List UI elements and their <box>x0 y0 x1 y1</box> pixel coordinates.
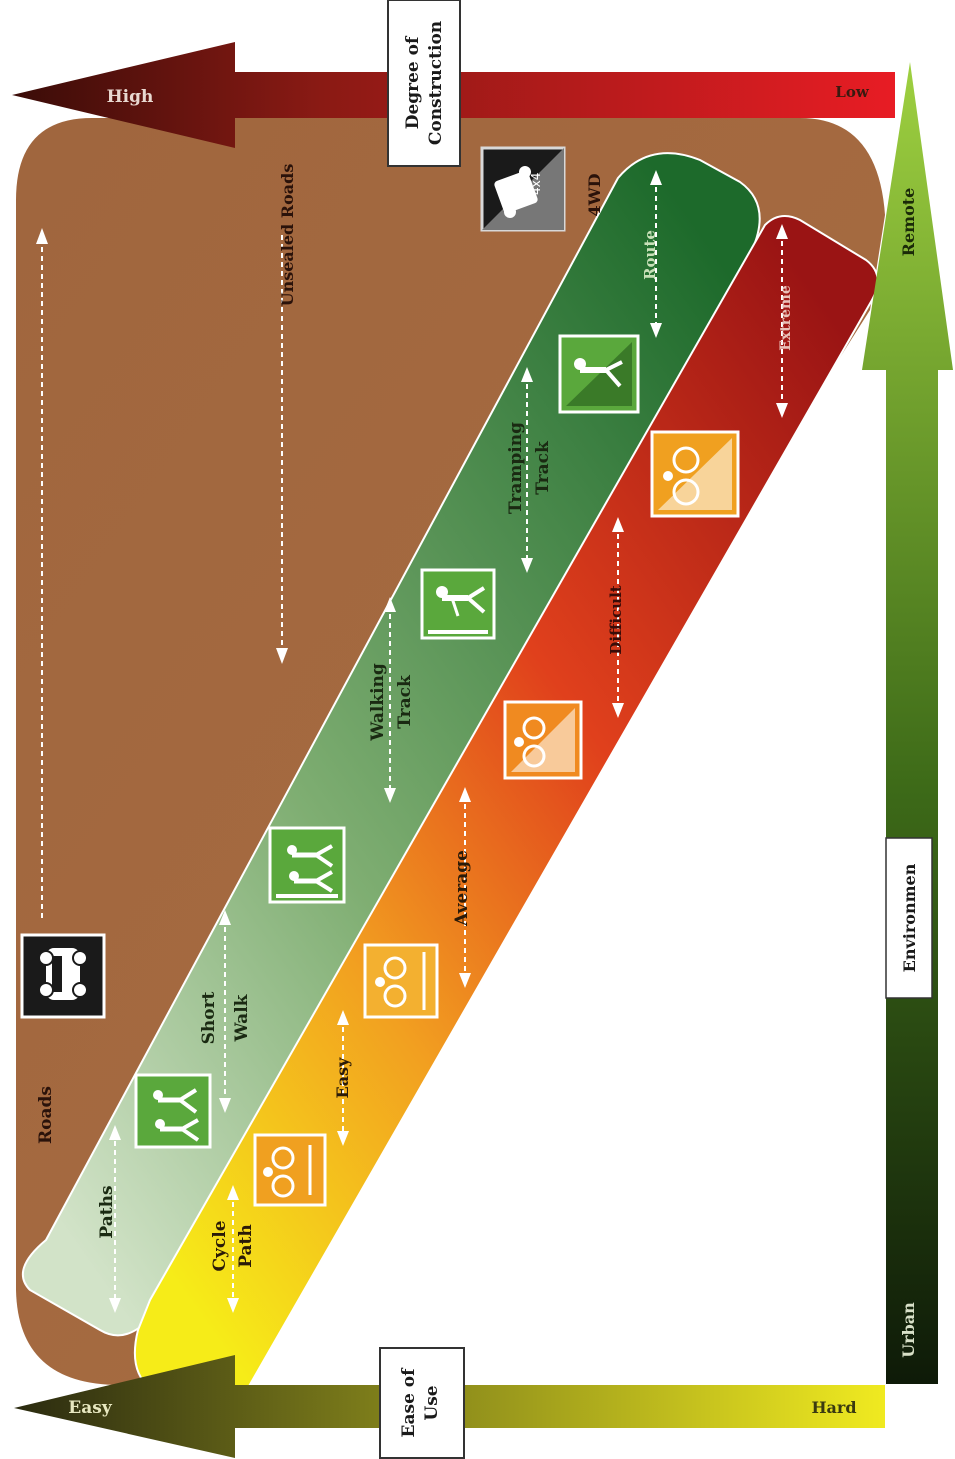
car-icon <box>20 933 106 1019</box>
easy-cycle-label: Easy <box>333 1057 352 1099</box>
cycle-path-label-line1: Cycle <box>210 1220 230 1271</box>
cycle-path-icon <box>253 1133 327 1207</box>
ease-easy-label: Easy <box>68 1398 113 1418</box>
environment-remote-label: Remote <box>899 188 918 257</box>
4wd-icon-text: 4x4 <box>529 173 543 195</box>
cycle-path-label-line2: Path <box>236 1224 256 1268</box>
construction-high-label: High <box>107 87 154 107</box>
tramping-track-label-line1: Tramping <box>506 422 526 514</box>
construction-title-box <box>387 0 461 167</box>
tramping-track-icon <box>558 334 640 414</box>
extreme-label: Extreme <box>778 285 794 351</box>
easy-cycle-icon <box>363 943 439 1019</box>
construction-title-line1: Degree of <box>403 35 423 129</box>
short-walk-icon <box>268 826 346 904</box>
construction-low-label: Low <box>835 83 870 101</box>
walking-track-icon <box>420 568 496 640</box>
ease-title-line2: Use <box>422 1385 442 1420</box>
walking-track-label-line2: Track <box>395 674 415 729</box>
paths-label: Paths <box>97 1185 117 1238</box>
environment-axis-arrow <box>862 62 953 1384</box>
4wd-icon: 4x4 <box>480 146 566 232</box>
dimension-arrows <box>36 170 788 1313</box>
environment-urban-label: Urban <box>899 1302 918 1358</box>
environment-title: Environmen <box>900 863 919 972</box>
average-label: Average <box>452 850 472 927</box>
unsealed-roads-label: Unsealed Roads <box>278 164 297 307</box>
tramping-track-label-line2: Track <box>533 440 553 495</box>
average-cycle-icon <box>503 700 583 780</box>
walking-track-label-line1: Walking <box>368 663 388 742</box>
short-walk-label-line1: Short <box>199 991 219 1044</box>
roads-label: Roads <box>36 1086 56 1144</box>
difficult-label: Difficult <box>607 585 625 654</box>
environment-title-box <box>885 837 933 999</box>
route-label: Route <box>641 230 659 280</box>
4wd-label: 4WD <box>585 173 604 216</box>
difficult-cycle-icon <box>650 430 740 518</box>
ease-hard-label: Hard <box>811 1398 856 1417</box>
ease-title-box <box>379 1347 465 1459</box>
short-walk-label-line2: Walk <box>232 993 252 1042</box>
paths-icon <box>134 1073 212 1149</box>
construction-title-line2: Construction <box>426 21 446 145</box>
ease-title-line1: Ease of <box>399 1367 419 1438</box>
